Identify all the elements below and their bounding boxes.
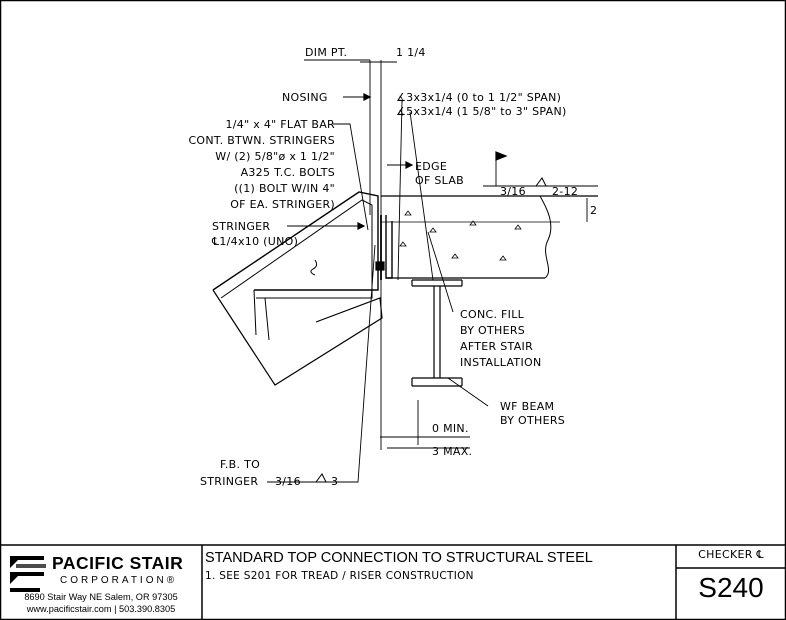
label-fb-to-stringer-1: STRINGER: [200, 475, 258, 488]
label-edge-1: OF SLAB: [415, 174, 464, 187]
label-max-dim: 3 MAX.: [432, 445, 472, 458]
stringer-bottom: [212, 289, 383, 386]
wf-beam-leader: [447, 377, 489, 407]
label-weld-stringer-length: 3: [331, 475, 338, 488]
label-weld-slab-size: 3/16: [500, 185, 526, 198]
label-flat-bar-1: CONT. BTWN. STRINGERS: [188, 134, 335, 147]
label-flat-bar-2: W/ (2) 5/8"ø x 1 1/2": [215, 150, 335, 163]
label-wf-beam-0: WF BEAM: [500, 400, 554, 413]
label-dim-pt: DIM PT.: [305, 46, 347, 59]
label-min-dim: 0 MIN.: [432, 422, 469, 435]
label-conc-fill-0: CONC. FILL: [460, 308, 525, 321]
label-conc-fill-3: INSTALLATION: [460, 356, 541, 369]
company-web-phone: www.pacificstair.com | 503.390.8305: [26, 604, 176, 614]
weld-symbol-stringer: [315, 473, 327, 483]
stringer-break-a: [253, 289, 270, 341]
label-angle-1: ∡3x3x1/4 (0 to 1 1/2" SPAN): [396, 91, 561, 104]
label-flat-bar-0: 1/4" x 4" FLAT BAR: [225, 118, 335, 131]
label-weld-slab-length: 2-12: [552, 185, 578, 198]
angle-leader-2: [409, 111, 434, 281]
slab-break-line: [539, 195, 552, 279]
company-name: PACIFIC STAIR: [52, 553, 184, 573]
fb-stringer-leader: [267, 244, 376, 483]
stringer-top: [212, 191, 379, 291]
company-logo-icon: [10, 556, 46, 592]
label-flat-bar-4: ((1) BOLT W/IN 4": [234, 182, 335, 195]
label-flat-bar-5: OF EA. STRINGER): [230, 198, 335, 211]
conc-fill-leader: [427, 231, 454, 313]
label-slab-thk: 2: [590, 204, 597, 217]
drawing-note: 1. SEE S201 FOR TREAD / RISER CONSTRUCTI…: [205, 570, 474, 582]
leader-arrows: [357, 93, 414, 230]
checker-label: CHECKER ℄: [698, 548, 764, 561]
label-weld-stringer-size: 3/16: [275, 475, 301, 488]
label-fb-to-stringer-0: F.B. TO: [220, 458, 260, 471]
edge-angle: [385, 215, 393, 279]
min-max-dims: [380, 436, 470, 449]
label-conc-fill-2: AFTER STAIR: [460, 340, 533, 353]
wf-beam-bottom-flange: [411, 377, 463, 387]
sheet-number: S240: [698, 572, 764, 603]
stringer-break-symbol: [310, 259, 318, 276]
wf-beam-flange-ends: [411, 280, 463, 286]
concrete-aggregate: [399, 210, 522, 261]
weld-symbol-slab: [535, 177, 547, 187]
label-flat-bar-3: A325 T.C. BOLTS: [241, 166, 335, 179]
wf-beam-top-flange: [412, 279, 462, 287]
flat-bar-leader: [333, 123, 369, 231]
label-1-1-4: 1 1/4: [396, 46, 426, 59]
label-angle-2: ∡5x3x1/4 (1 5/8" to 3" SPAN): [396, 105, 567, 118]
wf-beam-web: [433, 286, 441, 378]
label-stringer-0: STRINGER: [212, 220, 270, 233]
stringer-inner: [220, 199, 373, 299]
label-conc-fill-1: BY OTHERS: [460, 324, 525, 337]
label-wf-beam-1: BY OTHERS: [500, 414, 565, 427]
company-sub: CORPORATION®: [60, 575, 178, 586]
label-stringer-1: ℄1/4x10 (UNO): [211, 235, 298, 248]
label-nosing: NOSING: [282, 91, 328, 104]
label-edge-0: EDGE: [415, 160, 447, 173]
angle-leader-1: [397, 100, 403, 281]
drawing-title: STANDARD TOP CONNECTION TO STRUCTURAL ST…: [205, 550, 593, 566]
bolt-head: [375, 261, 385, 271]
company-address: 8690 Stair Way NE Salem, OR 97305: [24, 592, 178, 602]
field-weld-flag: [495, 151, 508, 161]
